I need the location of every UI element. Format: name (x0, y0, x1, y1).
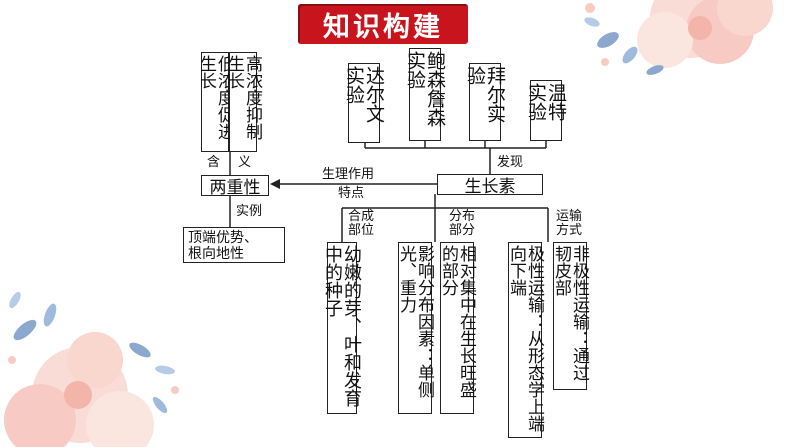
distribution-label-1: 分布 (449, 209, 476, 224)
polar-transport-box: 极性运输：从形态学上端向下端 (506, 242, 544, 438)
distribution-label-2: 部分 (449, 223, 476, 238)
center-node-auxin: 生长素 (437, 174, 543, 197)
page-title: 知识构建 (323, 11, 443, 43)
discoverer-box-went: 温特实验 (525, 80, 567, 141)
synthesis-site-box: 幼嫩的芽、叶和发育中的种子 (322, 242, 362, 414)
nonpolar-transport-box: 非极性运输：通过韧皮部 (551, 242, 589, 390)
discovery-label: 发现 (497, 155, 524, 170)
meaning-label-2: 义 (238, 155, 252, 170)
example-box: 顶端优势、 根向地性 (183, 227, 285, 263)
duality-node: 两重性 (201, 175, 269, 198)
example-line-2: 根向地性 (188, 246, 244, 262)
effect-label-line1: 生理作用 (322, 167, 375, 182)
discoverer-box-paal: 拜尔实验 (464, 63, 506, 141)
effect-label-line2: 特点 (338, 186, 365, 201)
discoverer-box-boysen-jensen: 鲍森詹森实验 (404, 48, 446, 141)
distribution-factors-box: 影响分布因素：单侧光、重力 (396, 242, 434, 414)
transport-label-1: 运输 (556, 209, 583, 224)
example-label: 实例 (236, 204, 263, 219)
distribution-site-box: 相对集中在生长旺盛的部分 (438, 242, 476, 414)
synthesis-label-1: 合成 (348, 209, 375, 224)
title-banner: 知识构建 (298, 4, 468, 44)
discoverer-box-darwin: 达尔文实验 (343, 63, 385, 143)
meaning-label-1: 含 (207, 155, 221, 170)
example-line-1: 顶端优势、 (188, 230, 258, 246)
meaning-high-box: 高浓度抑制生长 (224, 52, 262, 152)
transport-label-2: 方式 (556, 223, 583, 238)
synthesis-label-2: 部位 (348, 223, 375, 238)
